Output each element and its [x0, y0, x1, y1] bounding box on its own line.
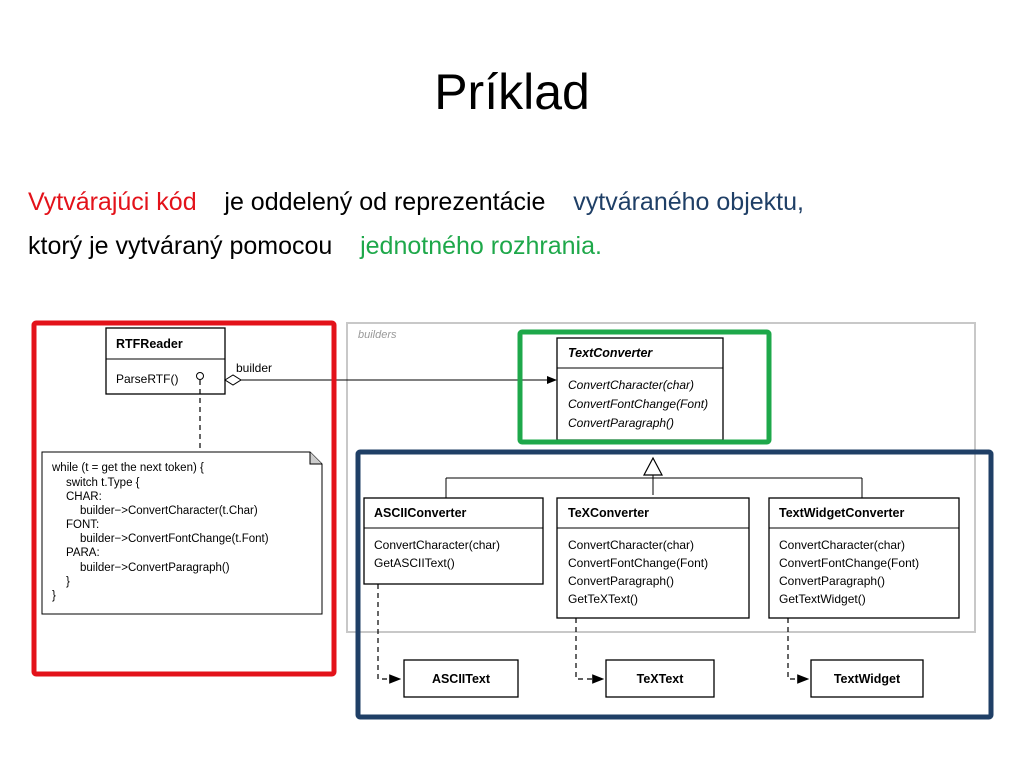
- textext-name: TeXText: [637, 672, 685, 686]
- asciitext-name: ASCIIText: [432, 672, 491, 686]
- product-dependencies: [377, 584, 810, 684]
- slide-title: Príklad: [434, 64, 590, 120]
- green-highlight-frame: [517, 329, 772, 445]
- textwidget-name: TextWidget: [834, 672, 901, 686]
- text-creating-code: Vytvárajúci kód: [28, 188, 197, 216]
- texconverter-method: ConvertParagraph(): [568, 574, 674, 588]
- text-created-by: ktorý je vytváraný pomocou: [28, 232, 333, 260]
- textwidgetconverter-name: TextWidgetConverter: [779, 506, 905, 520]
- inheritance-connector: [445, 456, 863, 498]
- textext-class: TeXText: [605, 659, 715, 698]
- textconverter-class: TextConverter ConvertCharacter(char) Con…: [556, 337, 724, 441]
- paragraph-line-1: Vytvárajúci kód je oddelený od reprezent…: [28, 180, 1008, 224]
- code-line: CHAR:: [66, 491, 102, 503]
- textwidget-class: TextWidget: [810, 659, 924, 698]
- code-line: while (t = get the next token) {: [51, 462, 204, 474]
- paragraph-line-2: ktorý je vytváraný pomocou jednotného ro…: [28, 224, 1008, 268]
- texconverter-method: ConvertCharacter(char): [568, 538, 694, 552]
- asciiconverter-method: GetASCIIText(): [374, 556, 455, 570]
- texconverter-method: ConvertFontChange(Font): [568, 556, 708, 570]
- textconverter-method: ConvertCharacter(char): [568, 378, 694, 392]
- textconverter-name: TextConverter: [568, 346, 653, 360]
- slide-paragraph: Vytvárajúci kód je oddelený od reprezent…: [28, 180, 1008, 268]
- blue-highlight-frame: [355, 449, 994, 720]
- code-line: }: [52, 590, 56, 602]
- text-separated: je oddelený od reprezentácie: [224, 188, 546, 216]
- code-line: builder−>ConvertCharacter(t.Char): [80, 505, 258, 517]
- texconverter-class: TeXConverter ConvertCharacter(char) Conv…: [556, 497, 750, 619]
- asciiconverter-class: ASCIIConverter ConvertCharacter(char) Ge…: [363, 497, 544, 585]
- textconverter-method: ConvertParagraph(): [568, 416, 674, 430]
- builders-frame: [346, 322, 976, 633]
- asciiconverter-name: ASCIIConverter: [374, 506, 467, 520]
- code-line: }: [66, 576, 70, 588]
- code-note: while (t = get the next token) { switch …: [41, 451, 323, 615]
- textwidgetconverter-class: TextWidgetConverter ConvertCharacter(cha…: [768, 497, 960, 619]
- code-line: FONT:: [66, 519, 99, 531]
- aggregation-diamond: [224, 374, 242, 386]
- builder-association-label: builder: [236, 361, 272, 375]
- builders-label: builders: [358, 329, 397, 341]
- text-created-object: vytváraného objektu,: [573, 188, 804, 216]
- code-line: switch t.Type {: [66, 477, 140, 489]
- asciiconverter-method: ConvertCharacter(char): [374, 538, 500, 552]
- asciitext-class: ASCIIText: [403, 659, 519, 698]
- texconverter-name: TeXConverter: [568, 506, 649, 520]
- red-highlight-frame: [31, 320, 337, 677]
- code-line: PARA:: [66, 547, 100, 559]
- texconverter-method: GetTeXText(): [568, 592, 638, 606]
- rtfreader-class: RTFReader ParseRTF(): [105, 327, 226, 395]
- textwidgetconverter-method: GetTextWidget(): [779, 592, 866, 606]
- textwidgetconverter-method: ConvertFontChange(Font): [779, 556, 919, 570]
- text-uniform-interface: jednotného rozhrania.: [360, 232, 602, 260]
- rtfreader-name: RTFReader: [116, 337, 183, 351]
- code-line: builder−>ConvertFontChange(t.Font): [80, 533, 269, 545]
- textconverter-method: ConvertFontChange(Font): [568, 397, 708, 411]
- rtfreader-method: ParseRTF(): [116, 372, 178, 386]
- textwidgetconverter-method: ConvertParagraph(): [779, 574, 885, 588]
- textwidgetconverter-method: ConvertCharacter(char): [779, 538, 905, 552]
- code-line: builder−>ConvertParagraph(): [80, 562, 230, 574]
